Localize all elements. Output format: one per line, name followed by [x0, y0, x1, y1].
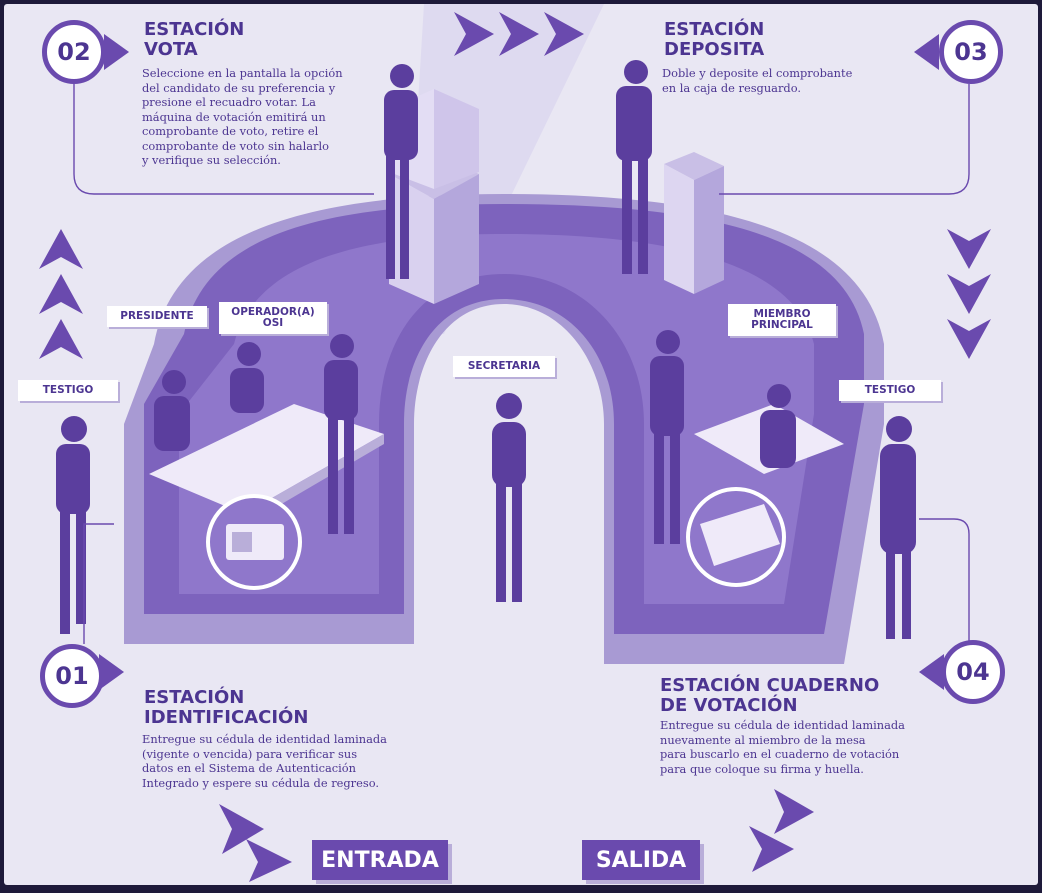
- description-line: datos en el Sistema de Autenticación: [142, 761, 356, 775]
- station-number: 04: [956, 658, 990, 686]
- floor-illustration: [39, 4, 991, 882]
- description-line: presione el recuadro votar. La: [142, 95, 316, 109]
- role-text: OPERADOR(A): [231, 306, 315, 318]
- station-04-description: Entregue su cédula de identidad laminada…: [660, 718, 922, 776]
- description-line: para buscarlo en el cuaderno de votación: [660, 747, 900, 761]
- description-line: Seleccione en la pantalla la opción: [142, 66, 343, 80]
- role-text: PRESIDENTE: [120, 310, 194, 322]
- description-line: nuevamente al miembro de la mesa: [660, 732, 866, 747]
- station-number-badge-03: 03: [939, 20, 1003, 84]
- station-01-title: ESTACIÓN IDENTIFICACIÓN: [144, 688, 308, 728]
- role-text: SECRETARIA: [467, 360, 541, 372]
- station-title-line1: ESTACIÓN CUADERNO: [660, 675, 880, 696]
- station-02-description: Seleccione en la pantalla la opción del …: [142, 66, 367, 168]
- top-direction-arrows: [454, 12, 584, 56]
- station-title-line1: ESTACIÓN: [144, 19, 245, 40]
- role-label-presidente: PRESIDENTE: [107, 306, 207, 327]
- station-title-line2: DE VOTACIÓN: [660, 695, 798, 716]
- role-text: OSI: [262, 317, 284, 329]
- description-line: Doble y deposite el comprobante: [662, 66, 853, 80]
- station-number: 03: [954, 38, 988, 66]
- salida-text: SALIDA: [595, 847, 687, 873]
- role-label-testigo-left: TESTIGO: [18, 380, 118, 401]
- description-line: Entregue su cédula de identidad laminada: [142, 732, 387, 746]
- station-title-line2: DEPOSITA: [664, 39, 765, 60]
- station-number-badge-01: 01: [40, 644, 104, 708]
- description-line: máquina de votación emitirá un: [142, 109, 326, 124]
- description-line: para que coloque su firma y huella.: [660, 761, 864, 776]
- people-illustration: [56, 60, 916, 639]
- description-line: Integrado y espere su cédula de regreso.: [142, 775, 379, 790]
- left-table: [149, 404, 384, 514]
- role-label-secretaria: SECRETARIA: [453, 356, 555, 377]
- station-number-badge-04: 04: [941, 640, 1005, 704]
- station-03-description: Doble y deposite el comprobante en la ca…: [662, 66, 892, 95]
- description-line: Entregue su cédula de identidad laminada: [660, 718, 905, 732]
- role-text: TESTIGO: [42, 384, 94, 396]
- station-04-title: ESTACIÓN CUADERNO DE VOTACIÓN: [660, 676, 879, 716]
- station-number-badge-02: 02: [42, 20, 106, 84]
- station-number: 01: [55, 662, 89, 690]
- role-label-operador: OPERADOR(A) OSI: [219, 302, 327, 334]
- ballot-box-illustration: [664, 152, 724, 294]
- role-text: TESTIGO: [864, 384, 916, 396]
- exit-arrows: [749, 789, 814, 872]
- role-label-miembro-principal: MIEMBRO PRINCIPAL: [728, 304, 836, 336]
- entrada-label: ENTRADA: [312, 840, 448, 880]
- station-title-line1: ESTACIÓN: [664, 19, 765, 40]
- description-line: comprobante de voto sin halarlo: [142, 138, 329, 153]
- description-line: y verifique su selección.: [142, 153, 281, 167]
- station-03-title: ESTACIÓN DEPOSITA: [664, 20, 764, 60]
- station-01-description: Entregue su cédula de identidad laminada…: [142, 732, 402, 790]
- description-line: en la caja de resguardo.: [662, 80, 801, 95]
- station-title-line1: ESTACIÓN: [144, 687, 245, 708]
- description-line: comprobante de voto, retire el: [142, 124, 319, 138]
- right-down-arrows: [947, 229, 991, 359]
- role-text: MIEMBRO: [753, 308, 811, 320]
- entrada-text: ENTRADA: [321, 847, 439, 873]
- station-title-line2: IDENTIFICACIÓN: [144, 707, 309, 728]
- connector-lines: [73, 84, 970, 644]
- role-text: PRINCIPAL: [751, 319, 813, 331]
- description-line: del candidato de su preferencia y: [142, 80, 336, 95]
- station-02-title: ESTACIÓN VOTA: [144, 20, 244, 60]
- description-line: (vigente o vencida) para verificar sus: [142, 746, 358, 761]
- station-title-line2: VOTA: [144, 39, 198, 60]
- station-number: 02: [57, 38, 91, 66]
- salida-label: SALIDA: [582, 840, 700, 880]
- voting-flow-diagram: 02 ESTACIÓN VOTA Seleccione en la pantal…: [4, 4, 1038, 885]
- entrance-arrows: [219, 804, 292, 882]
- left-up-arrows: [39, 229, 83, 359]
- role-label-testigo-right: TESTIGO: [839, 380, 941, 401]
